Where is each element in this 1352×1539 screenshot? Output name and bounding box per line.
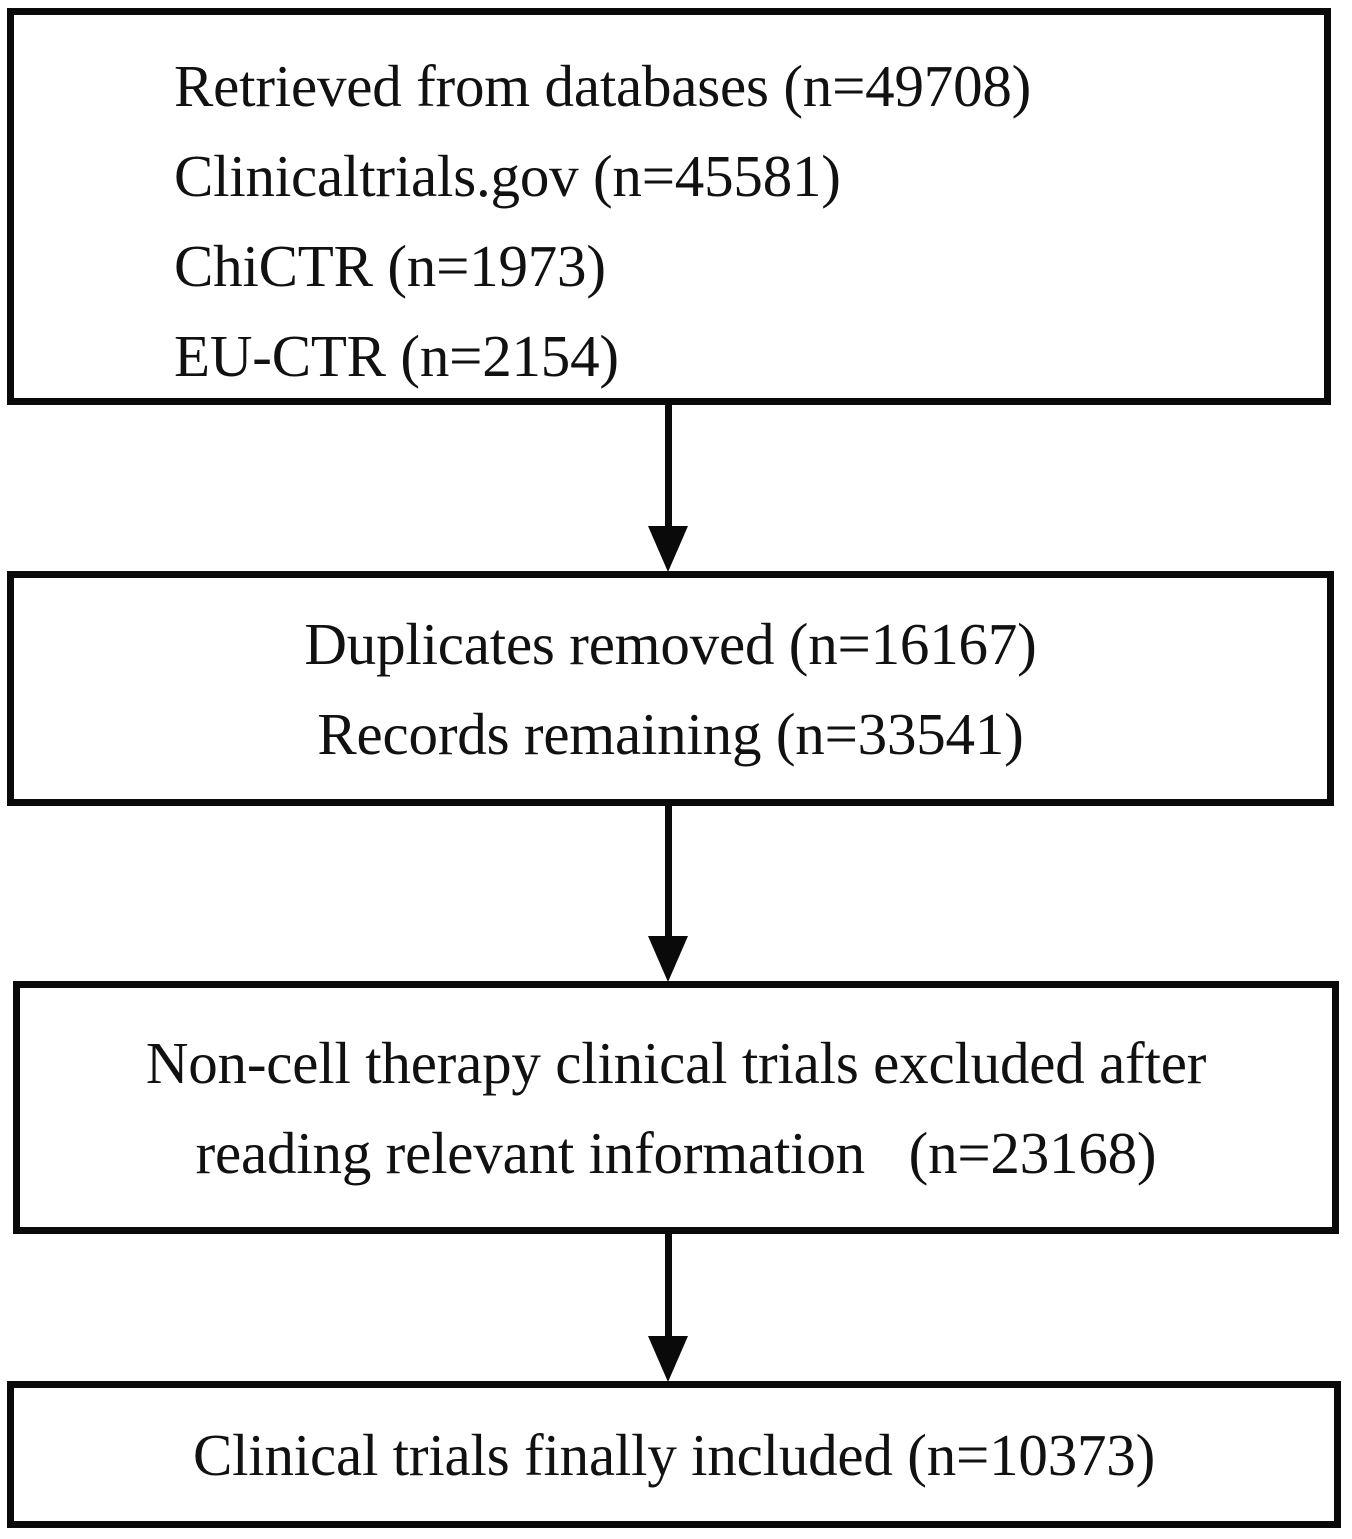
arrow-shaft xyxy=(665,805,672,938)
arrow-head xyxy=(648,936,688,982)
duplicates-removed-box: Duplicates removed (n=16167) Records rem… xyxy=(7,571,1334,806)
down-arrow-icon xyxy=(648,805,688,982)
trials-included-box: Clinical trials finally included (n=1037… xyxy=(7,1381,1341,1528)
box-line-retrieved-total: Retrieved from databases (n=49708) xyxy=(174,53,1032,119)
records-excluded-box: Non-cell therapy clinical trials exclude… xyxy=(13,981,1339,1234)
box-line-records-remaining: Records remaining (n=33541) xyxy=(317,700,1024,767)
down-arrow-icon xyxy=(648,1233,688,1382)
box-line-duplicates-removed: Duplicates removed (n=16167) xyxy=(304,610,1037,677)
records-identified-box: Retrieved from databases (n=49708) Clini… xyxy=(7,8,1331,405)
down-arrow-icon xyxy=(648,404,688,572)
box-line-clinicaltrials-gov: Clinicaltrials.gov (n=45581) xyxy=(174,143,841,209)
arrow-shaft xyxy=(665,1233,672,1338)
arrow-head xyxy=(648,526,688,572)
box-line-excluded-count: reading relevant information (n=23168) xyxy=(195,1119,1157,1186)
box-line-eu-ctr: EU-CTR (n=2154) xyxy=(174,323,619,389)
box-line-excluded-reason: Non-cell therapy clinical trials exclude… xyxy=(145,1029,1207,1096)
box-line-chictr: ChiCTR (n=1973) xyxy=(174,233,606,299)
arrow-shaft xyxy=(665,404,672,528)
arrow-head xyxy=(648,1336,688,1382)
box-line-included: Clinical trials finally included (n=1037… xyxy=(192,1421,1156,1488)
